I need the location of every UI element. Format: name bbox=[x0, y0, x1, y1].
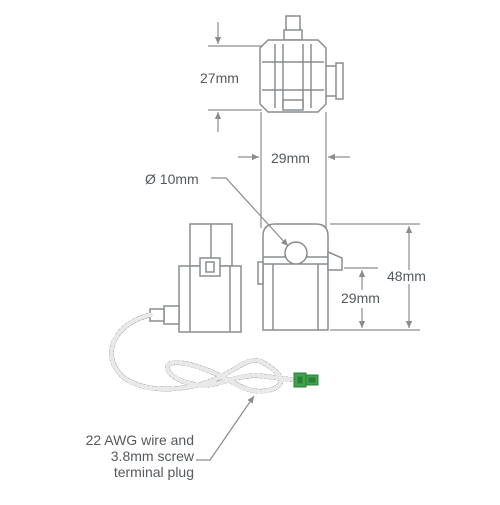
label-top-width: 29mm bbox=[271, 150, 310, 166]
front-view bbox=[257, 223, 343, 331]
label-total-height: 48mm bbox=[387, 268, 426, 284]
label-top-height: 27mm bbox=[200, 70, 239, 86]
terminal-plug bbox=[293, 372, 319, 388]
side-view-gland bbox=[163, 305, 180, 325]
dim-top-height bbox=[208, 22, 262, 132]
wire-note: 22 AWG wire and 3.8mm screw terminal plu… bbox=[64, 432, 194, 480]
wire-note-line1: 22 AWG wire and bbox=[85, 432, 194, 448]
dim-total-height bbox=[330, 223, 420, 331]
top-view-connector-cap bbox=[335, 62, 344, 100]
top-view-tab-base bbox=[283, 29, 303, 41]
dim-top-width bbox=[238, 112, 350, 228]
front-view-side-clip bbox=[257, 261, 264, 285]
wire-note-leader bbox=[196, 395, 255, 461]
dim-body-height bbox=[344, 267, 378, 328]
side-view bbox=[149, 223, 242, 333]
wire-note-line3: terminal plug bbox=[113, 464, 194, 480]
label-hole-diameter: Ø 10mm bbox=[145, 171, 199, 187]
wire-note-line2: 3.8mm screw bbox=[110, 448, 194, 464]
front-view-latch bbox=[327, 250, 343, 271]
dim-hole-leader bbox=[211, 177, 289, 247]
twisted-wire bbox=[109, 312, 298, 394]
top-view-body bbox=[259, 39, 327, 113]
top-view bbox=[259, 15, 344, 113]
front-view-body bbox=[262, 223, 329, 331]
front-view-hole bbox=[284, 241, 308, 265]
label-body-height: 29mm bbox=[341, 290, 380, 306]
